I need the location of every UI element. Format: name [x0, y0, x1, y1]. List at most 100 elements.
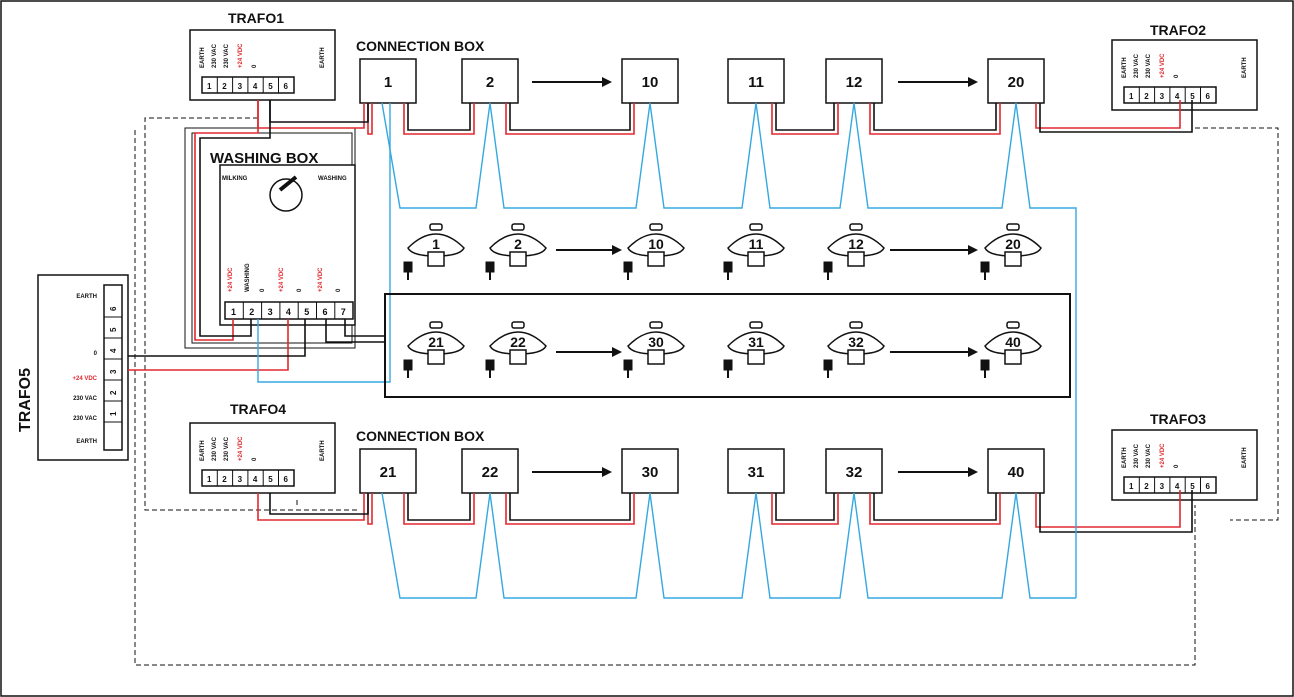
trafo4-block-terminal-5: 5 — [268, 475, 273, 484]
connection-box-bottom-label-30: 30 — [642, 464, 659, 481]
connection-box-top-box-1 — [359, 58, 417, 104]
milking-unit-2-cap — [511, 223, 525, 231]
trafo1-block-label-2: 230 VAC — [224, 43, 230, 68]
connection-box-top-box-20 — [987, 58, 1045, 104]
washing-box-terminal-1: 1 — [231, 307, 236, 317]
milking-unit-11-shell — [727, 233, 785, 257]
trafo4-block-label-0: EARTH — [200, 440, 206, 461]
milking-unit-12-valve — [823, 261, 833, 273]
trafo2-block-label-2: 230 VAC — [1146, 53, 1152, 78]
washing-box-title: WASHING BOX — [210, 150, 318, 167]
washing-box-label-5: +24 VDC — [318, 267, 324, 292]
washing-box-label-4: 0 — [297, 288, 303, 292]
milking-unit-32-label: 32 — [848, 334, 864, 350]
milking-unit-10-shell — [627, 233, 685, 257]
milking-unit-2-claw — [509, 251, 527, 267]
milking-unit-12-claw — [847, 251, 865, 267]
trafo5-label-6: EARTH — [76, 439, 97, 445]
trafo5-terminal-5: 5 — [109, 327, 118, 332]
trafo1-title: TRAFO1 — [228, 10, 284, 26]
trafo3-block-label-1: 230 VAC — [1134, 443, 1140, 468]
blue-signal-top — [381, 102, 1077, 598]
top-bundle-red-seg-1 — [505, 103, 635, 135]
trafo5-terminal-3: 3 — [109, 369, 118, 374]
trafo1-block-label-1: 230 VAC — [212, 43, 218, 68]
top-bundle-red-seg-2 — [771, 103, 839, 135]
milking-unit-21-label: 21 — [428, 334, 444, 350]
trafo3-red-wire — [1035, 490, 1181, 528]
bottom-bundle-red-seg-2 — [771, 493, 839, 525]
trafo4-block-terminal-1: 1 — [207, 475, 212, 484]
trafo2-block-label-3: +24 VDC — [1160, 53, 1166, 78]
milking-unit-1-cap — [429, 223, 443, 231]
milking-unit-32-shell — [827, 331, 885, 355]
milking-unit-40-shell — [984, 331, 1042, 355]
connection-box-top-label-10: 10 — [642, 74, 659, 91]
connection-box-bottom-21: 21 — [359, 448, 417, 494]
arrow-top-1-head — [602, 77, 612, 87]
milking-unit-30-valve — [623, 359, 633, 371]
milking-unit-11-claw — [747, 251, 765, 267]
bottom-bundle-black-seg-3 — [873, 493, 997, 521]
washing-box-terminal-7: 7 — [341, 307, 346, 317]
milking-unit-30-shell — [627, 331, 685, 355]
milking-unit-21: 21 — [403, 321, 465, 378]
trafo5-title: TRAFO5 — [17, 368, 34, 432]
bottom-bundle-red-seg-3 — [869, 493, 1001, 525]
washing-box-terminal-5: 5 — [304, 307, 309, 317]
milking-unit-31-valve — [723, 359, 733, 371]
trafo1-block-terminal-4: 4 — [253, 82, 258, 91]
top-bundle-red-seg-0 — [403, 103, 475, 135]
trafo5-label-4: 230 VAC — [73, 396, 98, 402]
trafo2-block-terminal-2: 2 — [1144, 92, 1149, 101]
unit-arrow-bottom-1-head — [612, 347, 622, 357]
trafo3-block-terminal-6: 6 — [1206, 482, 1211, 491]
milking-unit-22-label: 22 — [510, 334, 526, 350]
trafo3-block-label-3: +24 VDC — [1160, 443, 1166, 468]
trafo2-red-wire — [1035, 100, 1181, 129]
milking-unit-21-valve — [403, 359, 413, 371]
trafo5-terminal-1: 1 — [109, 411, 118, 416]
trafo3-block-terminal-2: 2 — [1144, 482, 1149, 491]
trafo5-terminal-strip — [103, 284, 123, 451]
washing-box-label-0: +24 VDC — [228, 267, 234, 292]
trafo3-block-terminal-1: 1 — [1129, 482, 1134, 491]
milking-unit-22-cap — [511, 321, 525, 329]
connection-box-bottom-32: 32 — [825, 448, 883, 494]
bottom-bundle-red-seg-1 — [505, 493, 635, 525]
trafo4-block-label-3: +24 VDC — [238, 436, 244, 461]
connection-box-bottom-label-31: 31 — [748, 464, 765, 481]
trafo5-red-wire — [128, 319, 289, 371]
milking-unit-20-label: 20 — [1005, 236, 1021, 252]
connection-box-top-2: 2 — [461, 58, 519, 104]
trafo4-block-terminal-4: 4 — [253, 475, 258, 484]
trafo2-title: TRAFO2 — [1150, 22, 1206, 38]
milking-unit-32-valve — [823, 359, 833, 371]
milking-unit-22-valve — [485, 359, 495, 371]
milking-unit-40: 40 — [980, 321, 1042, 378]
milking-unit-30-label: 30 — [648, 334, 664, 350]
trafo2-block-label-0: EARTH — [1122, 57, 1128, 78]
arrow-top-2-head — [968, 77, 978, 87]
trafo5-terminal-6: 6 — [109, 306, 118, 311]
washing-box-terminal-2: 2 — [249, 307, 254, 317]
top-bundle-red-seg-3 — [869, 103, 1001, 135]
connection-box-top-box-12 — [825, 58, 883, 104]
milking-unit-22: 22 — [485, 321, 547, 378]
connection-box-bottom-box-22 — [461, 448, 519, 494]
trafo2-block-label-1: 230 VAC — [1134, 53, 1140, 78]
trafo4-block-terminal-3: 3 — [238, 475, 243, 484]
trafo1-block-terminal-5: 5 — [268, 82, 273, 91]
trafo4-block-label-5: EARTH — [320, 440, 326, 461]
milking-unit-20: 20 — [980, 223, 1042, 280]
trafo4-block-label-1: 230 VAC — [212, 436, 218, 461]
connection-box-top-label-2: 2 — [486, 74, 494, 91]
washing-box-label-3: +24 VDC — [279, 267, 285, 292]
trafo3-block-label-0: EARTH — [1122, 447, 1128, 468]
washing-box-terminal-4: 4 — [286, 307, 291, 317]
